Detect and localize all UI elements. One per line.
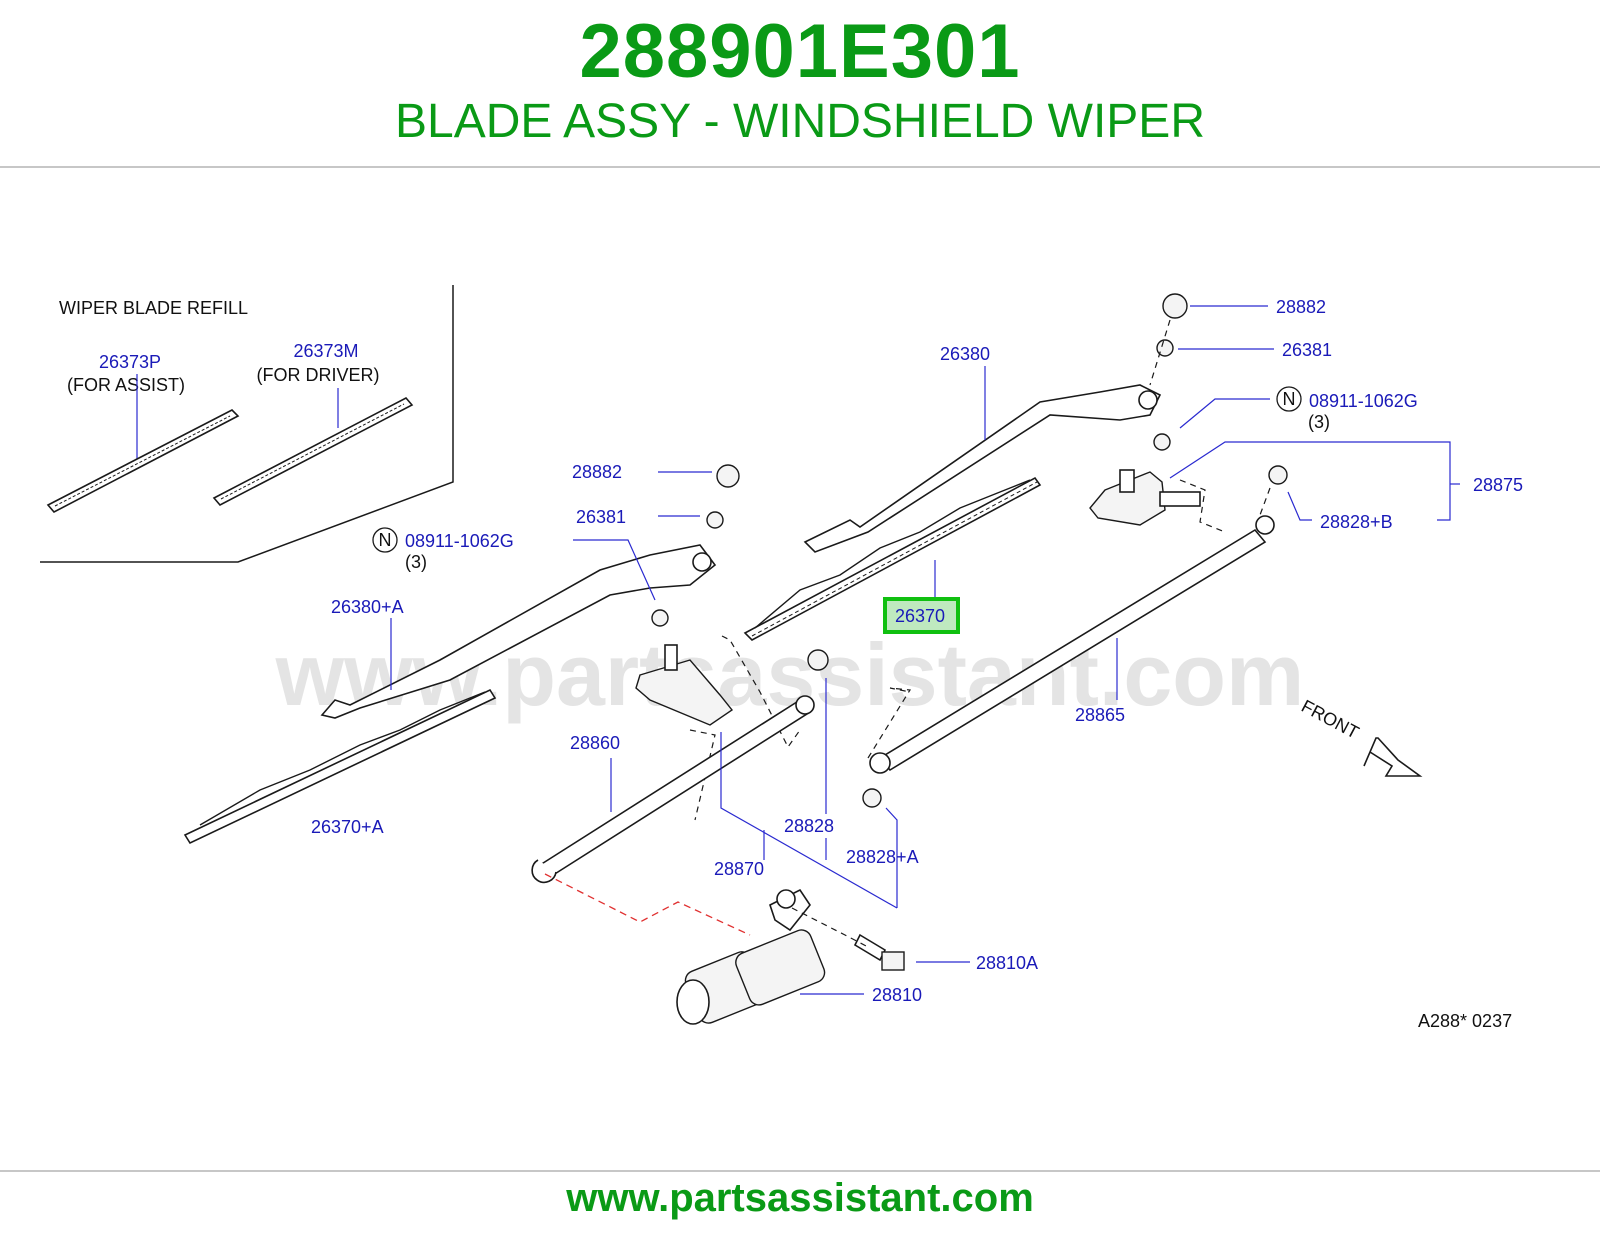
callout-26381-left[interactable]: 26381 [576,507,626,527]
front-label: FRONT [1298,696,1362,743]
link-rod-28865 [862,465,1288,808]
link-rod-28860 [531,649,829,884]
callout-08911-left[interactable]: 08911-1062G [405,531,514,551]
callout-28882-left[interactable]: 28882 [572,462,622,482]
leader-lines [390,305,1460,995]
wiper-arm-right [803,384,1162,553]
callout-28828[interactable]: 28828 [784,816,834,836]
n-symbol-right [1276,386,1302,412]
callout-26373M[interactable]: 26373M [293,341,358,361]
inset-panel-border [40,285,454,563]
figure-code: A288* 0237 [1418,1011,1512,1031]
refill-assist [46,409,240,514]
front-arrow-icon [1363,737,1423,777]
callout-28875[interactable]: 28875 [1473,475,1523,495]
callout-26380A[interactable]: 26380+A [331,597,404,617]
parts-diagram: www.partsassistant.com WIPER BLADE REFIL… [0,170,1600,1168]
callout-28810A[interactable]: 28810A [976,953,1038,973]
callout-28828A[interactable]: 28828+A [846,847,919,867]
callout-26370A[interactable]: 26370+A [311,817,384,837]
callout-28870[interactable]: 28870 [714,859,764,879]
callout-28828B[interactable]: 28828+B [1320,512,1393,532]
wiper-blade-left [183,688,497,845]
note-for-driver: (FOR DRIVER) [257,365,380,385]
inset-title: WIPER BLADE REFILL [59,298,248,318]
wiper-blade-26370 [743,476,1042,641]
n-symbol-right-label: N [1283,389,1296,409]
note-for-assist: (FOR ASSIST) [67,375,185,395]
refill-driver [212,396,414,507]
part-description: BLADE ASSY - WINDSHIELD WIPER [395,95,1205,148]
part-number-title: 288901E301 [579,9,1021,94]
callout-26370[interactable]: 26370 [895,606,945,626]
callout-26380[interactable]: 26380 [940,344,990,364]
n-symbol-left-label: N [379,530,392,550]
bolt-dashed-path [791,907,871,949]
pivot-left [635,464,801,821]
connection-line-red [544,873,751,936]
footer-divider [0,1170,1600,1172]
page-header: 288901E301 BLADE ASSY - WINDSHIELD WIPER [0,0,1600,168]
callout-26373P[interactable]: 26373P [99,352,161,372]
qty-08911-right: (3) [1308,412,1330,432]
wiper-motor-28810 [676,888,826,1025]
callout-26381-right[interactable]: 26381 [1282,340,1332,360]
qty-08911-left: (3) [405,552,427,572]
callout-28865[interactable]: 28865 [1075,705,1125,725]
callout-28810[interactable]: 28810 [872,985,922,1005]
highlight-box-26370 [883,597,960,634]
footer-url[interactable]: www.partsassistant.com [566,1176,1034,1220]
callout-08911-right[interactable]: 08911-1062G [1309,391,1418,411]
bolt-28810A [853,933,905,971]
parts-diagram-svg: www.partsassistant.com WIPER BLADE REFIL… [40,285,1523,1031]
header-divider [0,166,1600,168]
wiper-arm-left [320,544,717,719]
callout-28860[interactable]: 28860 [570,733,620,753]
n-symbol-left [372,527,398,553]
callout-28882-right[interactable]: 28882 [1276,297,1326,317]
pivot-right [1089,293,1226,533]
